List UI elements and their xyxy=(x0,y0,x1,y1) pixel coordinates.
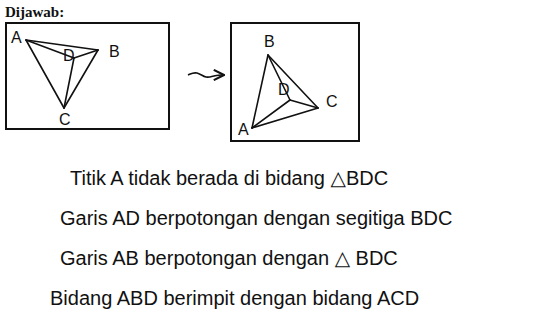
point-label: C xyxy=(326,94,338,110)
point-label: B xyxy=(264,34,275,50)
answer-line: Titik A tidak berada di bidang △BDC xyxy=(70,166,388,190)
plane-square: B D C A xyxy=(230,22,360,142)
squiggle-arrow xyxy=(188,73,224,77)
point-label: A xyxy=(11,30,22,46)
point-label: A xyxy=(238,122,249,138)
answer-heading: Dijawab: xyxy=(5,4,64,21)
point-label: D xyxy=(278,82,290,98)
plane-square: A D B C xyxy=(5,22,170,130)
point-label: B xyxy=(109,44,120,60)
answer-line: Garis AD berpotongan dengan segitiga BDC xyxy=(60,206,452,230)
point-label: D xyxy=(63,48,75,64)
answer-line: Garis AB berpotongan dengan △ BDC xyxy=(60,246,398,270)
point-label: C xyxy=(59,112,71,128)
answer-line: Bidang ABD berimpit dengan bidang ACD xyxy=(50,286,419,310)
